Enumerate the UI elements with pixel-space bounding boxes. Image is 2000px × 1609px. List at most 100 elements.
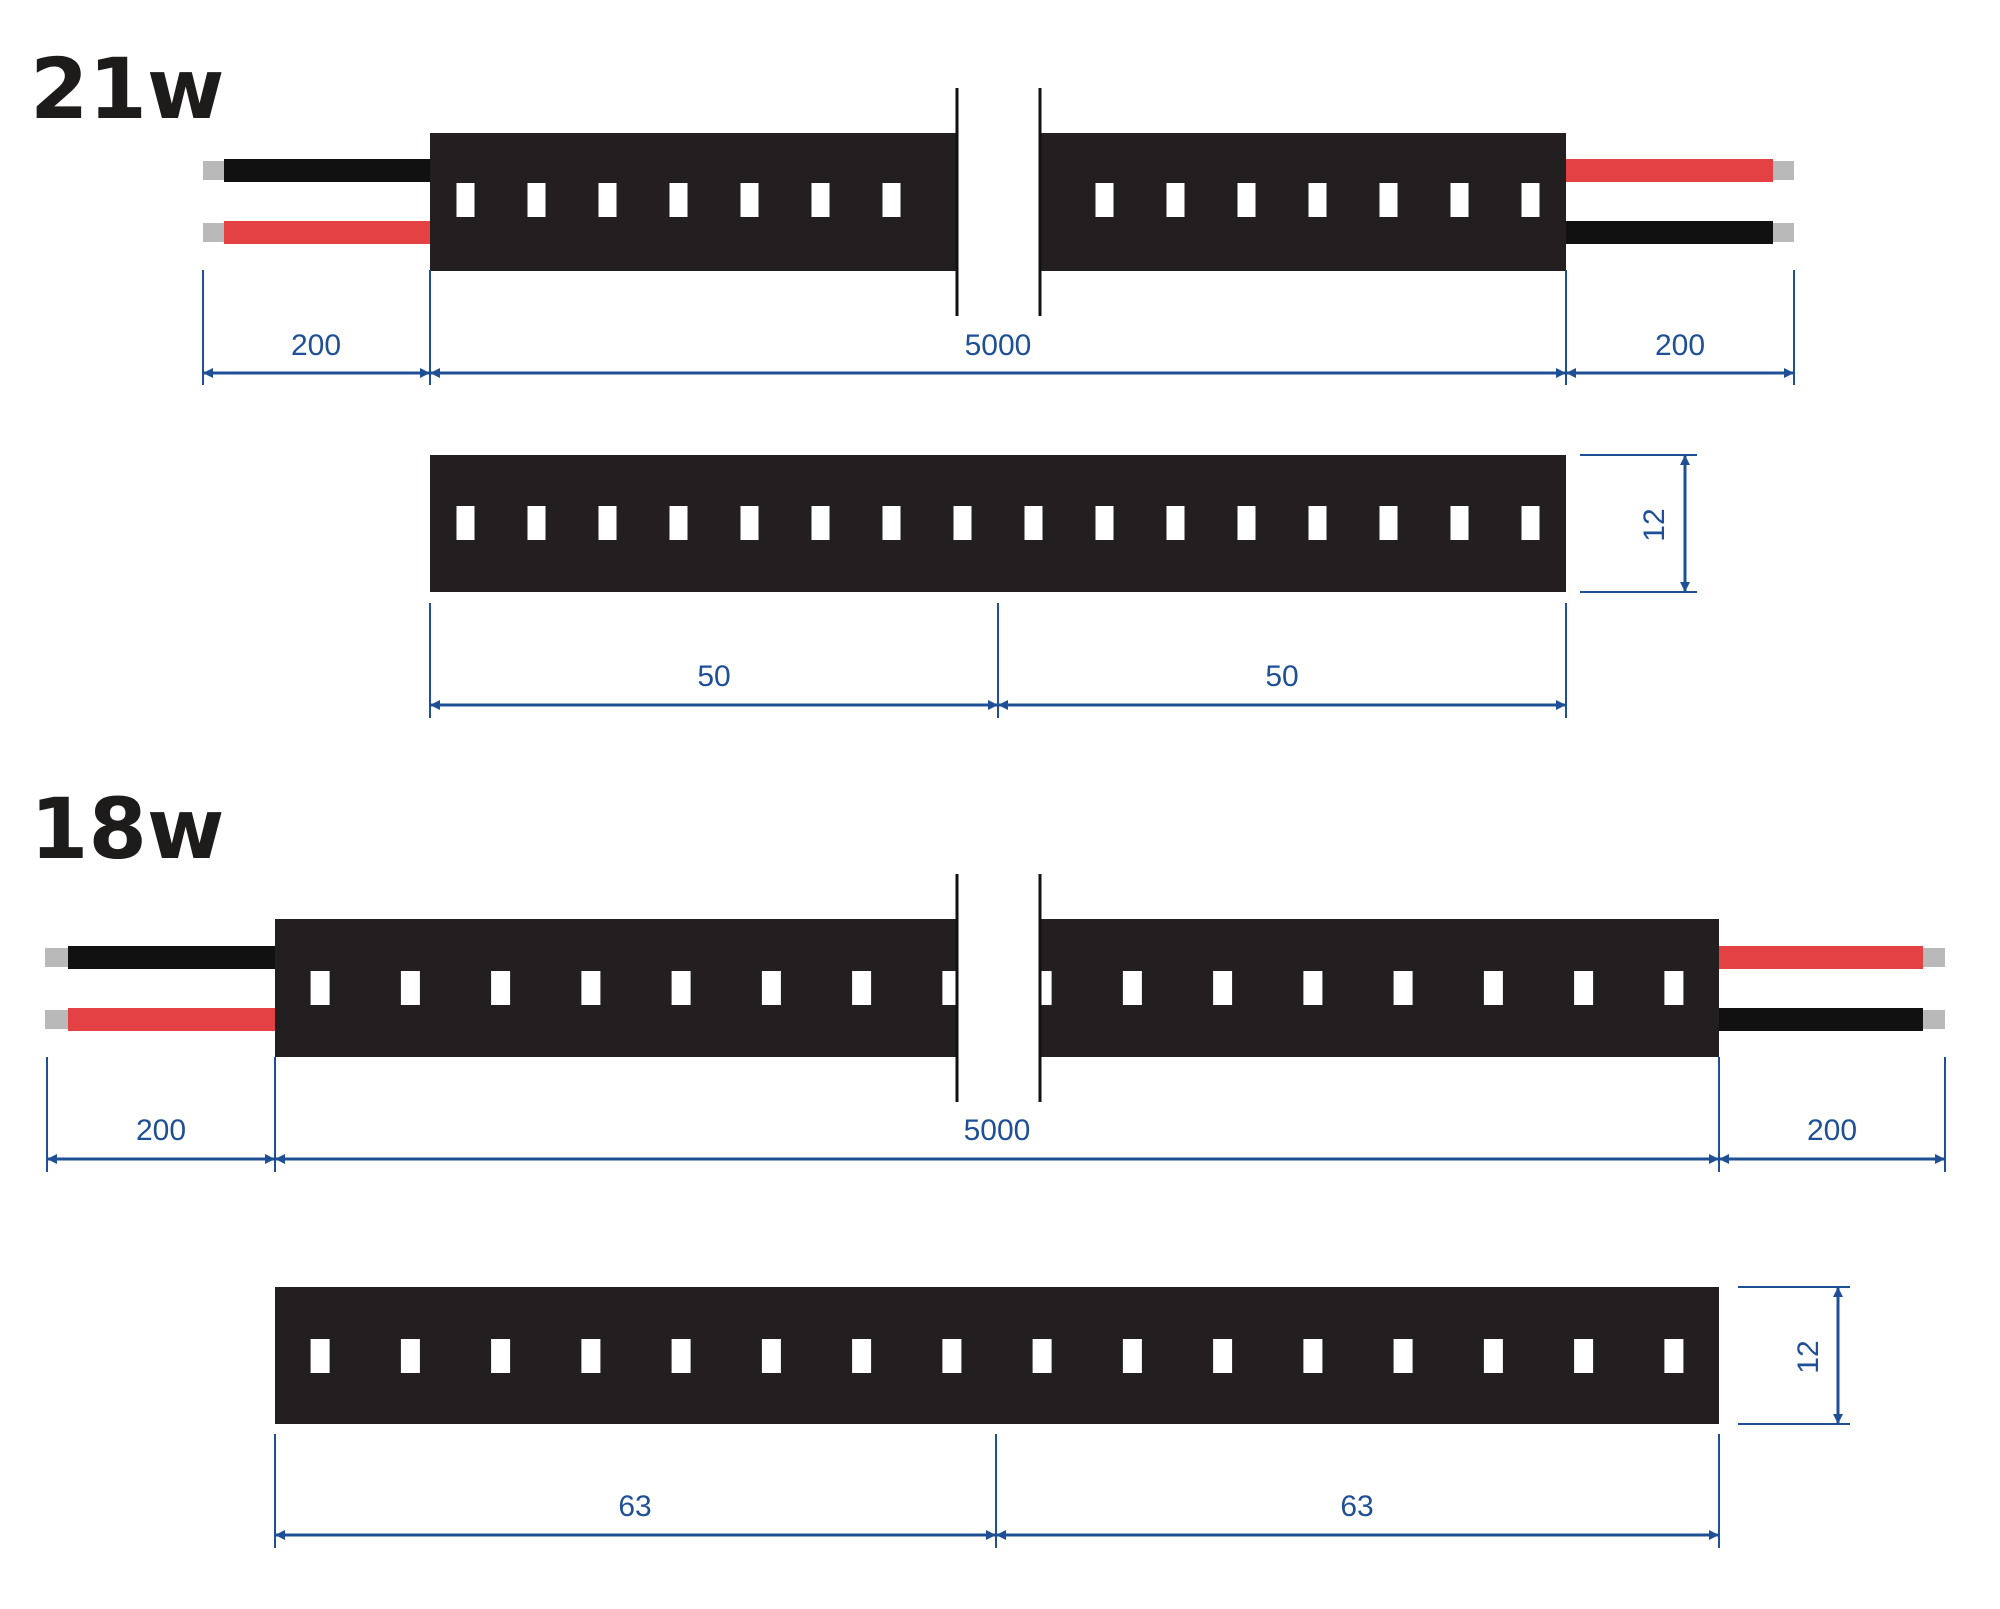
lead-right-label: 200 (1655, 329, 1705, 362)
led-chip (1303, 1339, 1323, 1373)
section-21w-title: 21w (30, 40, 225, 138)
dim-18w-width: 12 (1738, 1286, 1850, 1425)
length-label: 5000 (965, 329, 1032, 362)
led-chip (1166, 183, 1185, 217)
led-chip (1308, 183, 1327, 217)
led-chip (882, 183, 901, 217)
led-chip (491, 1339, 511, 1373)
strip-18w-segment-body (275, 1287, 1719, 1424)
wire-black (1719, 1008, 1923, 1031)
led-chip (669, 506, 688, 540)
strip-21w-segment-leds (456, 506, 1540, 540)
length-label: 5000 (964, 1114, 1031, 1147)
wire-tip (45, 948, 68, 967)
led-chip (527, 506, 546, 540)
led-chip (1393, 1339, 1413, 1373)
wire-tip (1923, 948, 1945, 967)
led-chip (581, 1339, 601, 1373)
wires-21w-left (203, 159, 430, 244)
led-chip (740, 183, 759, 217)
width-label: 12 (1792, 1340, 1825, 1373)
led-chip (811, 506, 830, 540)
led-chip (942, 971, 962, 1005)
led-chip (1303, 971, 1323, 1005)
led-chip (456, 183, 475, 217)
wires-18w-right (1719, 946, 1945, 1031)
strip-18w-segment-leds (310, 1339, 1684, 1373)
led-chip (1213, 1339, 1233, 1373)
led-chip (1664, 971, 1684, 1005)
led-chip (852, 971, 872, 1005)
led-chip (310, 971, 330, 1005)
wire-black (1566, 221, 1773, 244)
led-chip (1095, 506, 1114, 540)
dim-21w-pitch: 50 50 (429, 603, 1567, 718)
led-chip (1521, 506, 1540, 540)
lead-right-label: 200 (1807, 1114, 1857, 1147)
led-chip (671, 971, 691, 1005)
led-chip (1213, 971, 1233, 1005)
wire-red (1566, 159, 1773, 182)
led-chip (1483, 971, 1503, 1005)
led-chip (942, 1339, 962, 1373)
led-chip (400, 1339, 420, 1373)
strip-18w-left-body (275, 919, 957, 1057)
led-chip (1664, 1339, 1684, 1373)
led-chip (1095, 183, 1114, 217)
wire-red (224, 221, 430, 244)
led-chip (761, 1339, 781, 1373)
pitch-left-label: 50 (697, 660, 730, 693)
wire-tip (203, 161, 224, 180)
pitch-left-label: 63 (618, 1490, 651, 1523)
led-chip (1032, 971, 1052, 1005)
strip-21w-segment (430, 455, 1566, 592)
led-chip (527, 183, 546, 217)
led-chip (1521, 183, 1540, 217)
led-chip (1379, 506, 1398, 540)
wire-black (68, 946, 275, 969)
led-chip (740, 506, 759, 540)
width-label: 12 (1638, 508, 1671, 541)
wire-red (1719, 946, 1923, 969)
strip-18w-broken (45, 874, 1945, 1102)
led-chip (1574, 1339, 1594, 1373)
wires-21w-right (1566, 159, 1794, 244)
led-chip (1237, 183, 1256, 217)
strip-21w-top-leds (456, 183, 1540, 217)
led-chip (1574, 971, 1594, 1005)
wire-tip (1923, 1010, 1945, 1029)
dim-18w-pitch: 63 63 (274, 1434, 1720, 1548)
pitch-right-label: 50 (1265, 660, 1298, 693)
led-chip (1308, 506, 1327, 540)
lead-left-label: 200 (136, 1114, 186, 1147)
led-chip (882, 506, 901, 540)
dim-21w-length: 200 5000 200 (202, 270, 1795, 385)
strip-21w-right-body (1040, 133, 1566, 271)
led-chip (669, 183, 688, 217)
wire-black (224, 159, 430, 182)
wire-tip (1773, 223, 1794, 242)
strip-18w-segment (275, 1287, 1719, 1424)
led-chip (1483, 1339, 1503, 1373)
led-chip (1122, 1339, 1142, 1373)
led-chip (1450, 506, 1469, 540)
wire-red (68, 1008, 275, 1031)
strip-21w-left-body (430, 133, 957, 271)
led-chip (1450, 183, 1469, 217)
dim-18w-length: 200 5000 200 (46, 1057, 1946, 1172)
led-chip (598, 506, 617, 540)
led-chip (1032, 1339, 1052, 1373)
led-chip (953, 506, 972, 540)
led-chip (852, 1339, 872, 1373)
wires-18w-left (45, 946, 275, 1031)
strip-21w-segment-body (430, 455, 1566, 592)
led-chip (1237, 506, 1256, 540)
section-18w-title: 18w (30, 780, 225, 878)
wire-tip (45, 1010, 68, 1029)
led-chip (456, 506, 475, 540)
led-chip (1393, 971, 1413, 1005)
led-chip (491, 971, 511, 1005)
led-chip (310, 1339, 330, 1373)
led-chip (1166, 506, 1185, 540)
